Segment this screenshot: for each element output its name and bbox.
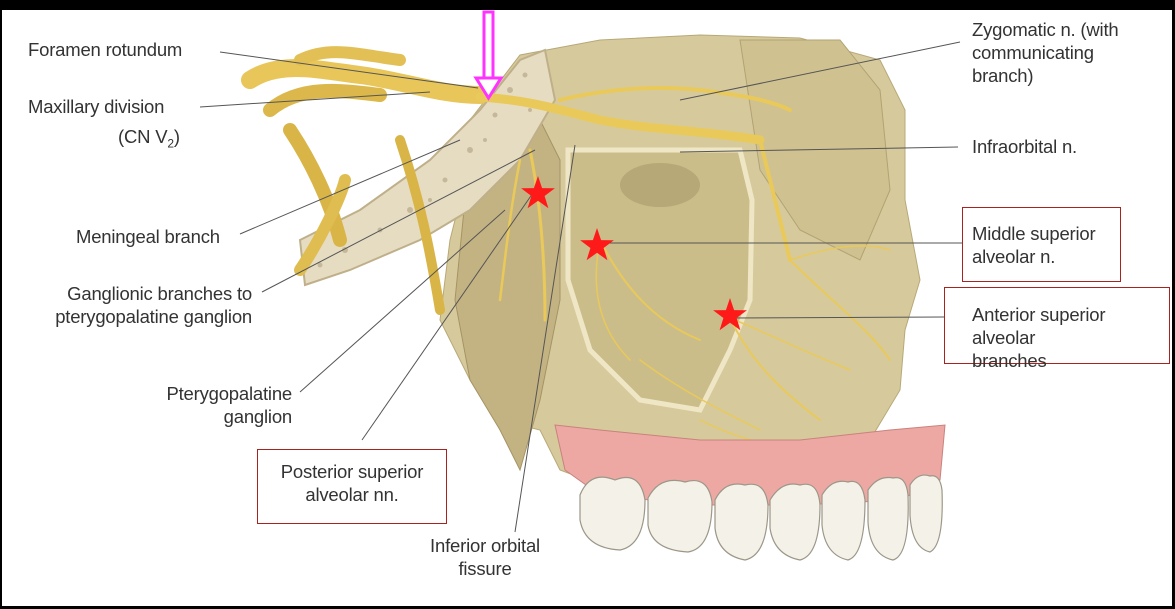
label-ganglionic-branches: Ganglionic branches to pterygopalatine g…	[40, 282, 252, 328]
label-maxillary-division: Maxillary division	[28, 95, 164, 118]
label-meningeal-branch: Meningeal branch	[76, 225, 220, 248]
sinus-shadow	[620, 163, 700, 207]
pointer-arrow	[476, 12, 501, 98]
label-anterior-superior-alveolar: Anterior superior alveolar branches	[972, 303, 1105, 372]
label-zygomatic-n: Zygomatic n. (with communicating branch)	[972, 18, 1119, 87]
label-middle-superior-alveolar: Middle superior alveolar n.	[972, 222, 1095, 268]
label-cn-v2: (CN V2)	[118, 125, 180, 156]
label-pterygopalatine-ganglion: Pterygopalatine ganglion	[140, 382, 292, 428]
label-posterior-superior-alveolar: Posterior superior alveolar nn.	[257, 460, 447, 506]
label-inferior-orbital-fissure: Inferior orbital fissure	[405, 534, 565, 580]
label-foramen-rotundum: Foramen rotundum	[28, 38, 182, 61]
maxillary-teeth	[580, 475, 942, 560]
label-infraorbital-n: Infraorbital n.	[972, 135, 1077, 158]
